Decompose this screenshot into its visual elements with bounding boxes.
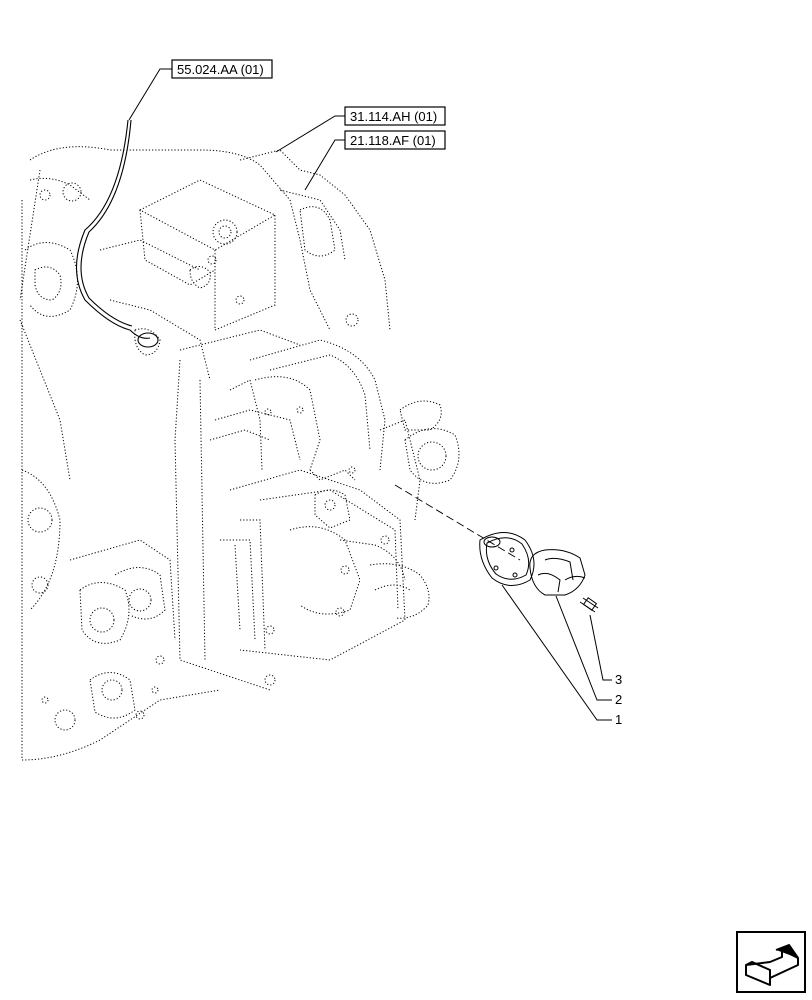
reference-55-024-label: 55.024.AA (01)	[177, 62, 264, 77]
next-page-arrow-icon[interactable]	[736, 931, 806, 993]
callout-2-leader	[555, 595, 612, 701]
callout-1-leader	[501, 584, 612, 721]
part-1-flange-cover	[479, 532, 535, 586]
callout-3-label: 3	[615, 672, 622, 687]
wiring-harness	[76, 119, 159, 348]
part-3-bolt	[579, 597, 599, 613]
reference-31-114-leader	[275, 115, 345, 153]
reference-55-024-leader	[128, 68, 172, 121]
assembly-axis-line	[394, 484, 521, 561]
part-2-shield	[529, 549, 586, 596]
transmission-housing-outline	[19, 146, 460, 761]
reference-55-024[interactable]: 55.024.AA (01)	[171, 59, 273, 79]
reference-21-118-leader	[304, 139, 345, 191]
callout-3-leader	[589, 614, 612, 681]
reference-21-118-label: 21.118.AF (01)	[350, 133, 436, 148]
reference-31-114[interactable]: 31.114.AH (01)	[344, 106, 446, 126]
callout-2-label: 2	[615, 692, 622, 707]
reference-31-114-label: 31.114.AH (01)	[350, 109, 437, 124]
callout-1-label: 1	[615, 712, 622, 727]
reference-21-118[interactable]: 21.118.AF (01)	[344, 130, 446, 150]
